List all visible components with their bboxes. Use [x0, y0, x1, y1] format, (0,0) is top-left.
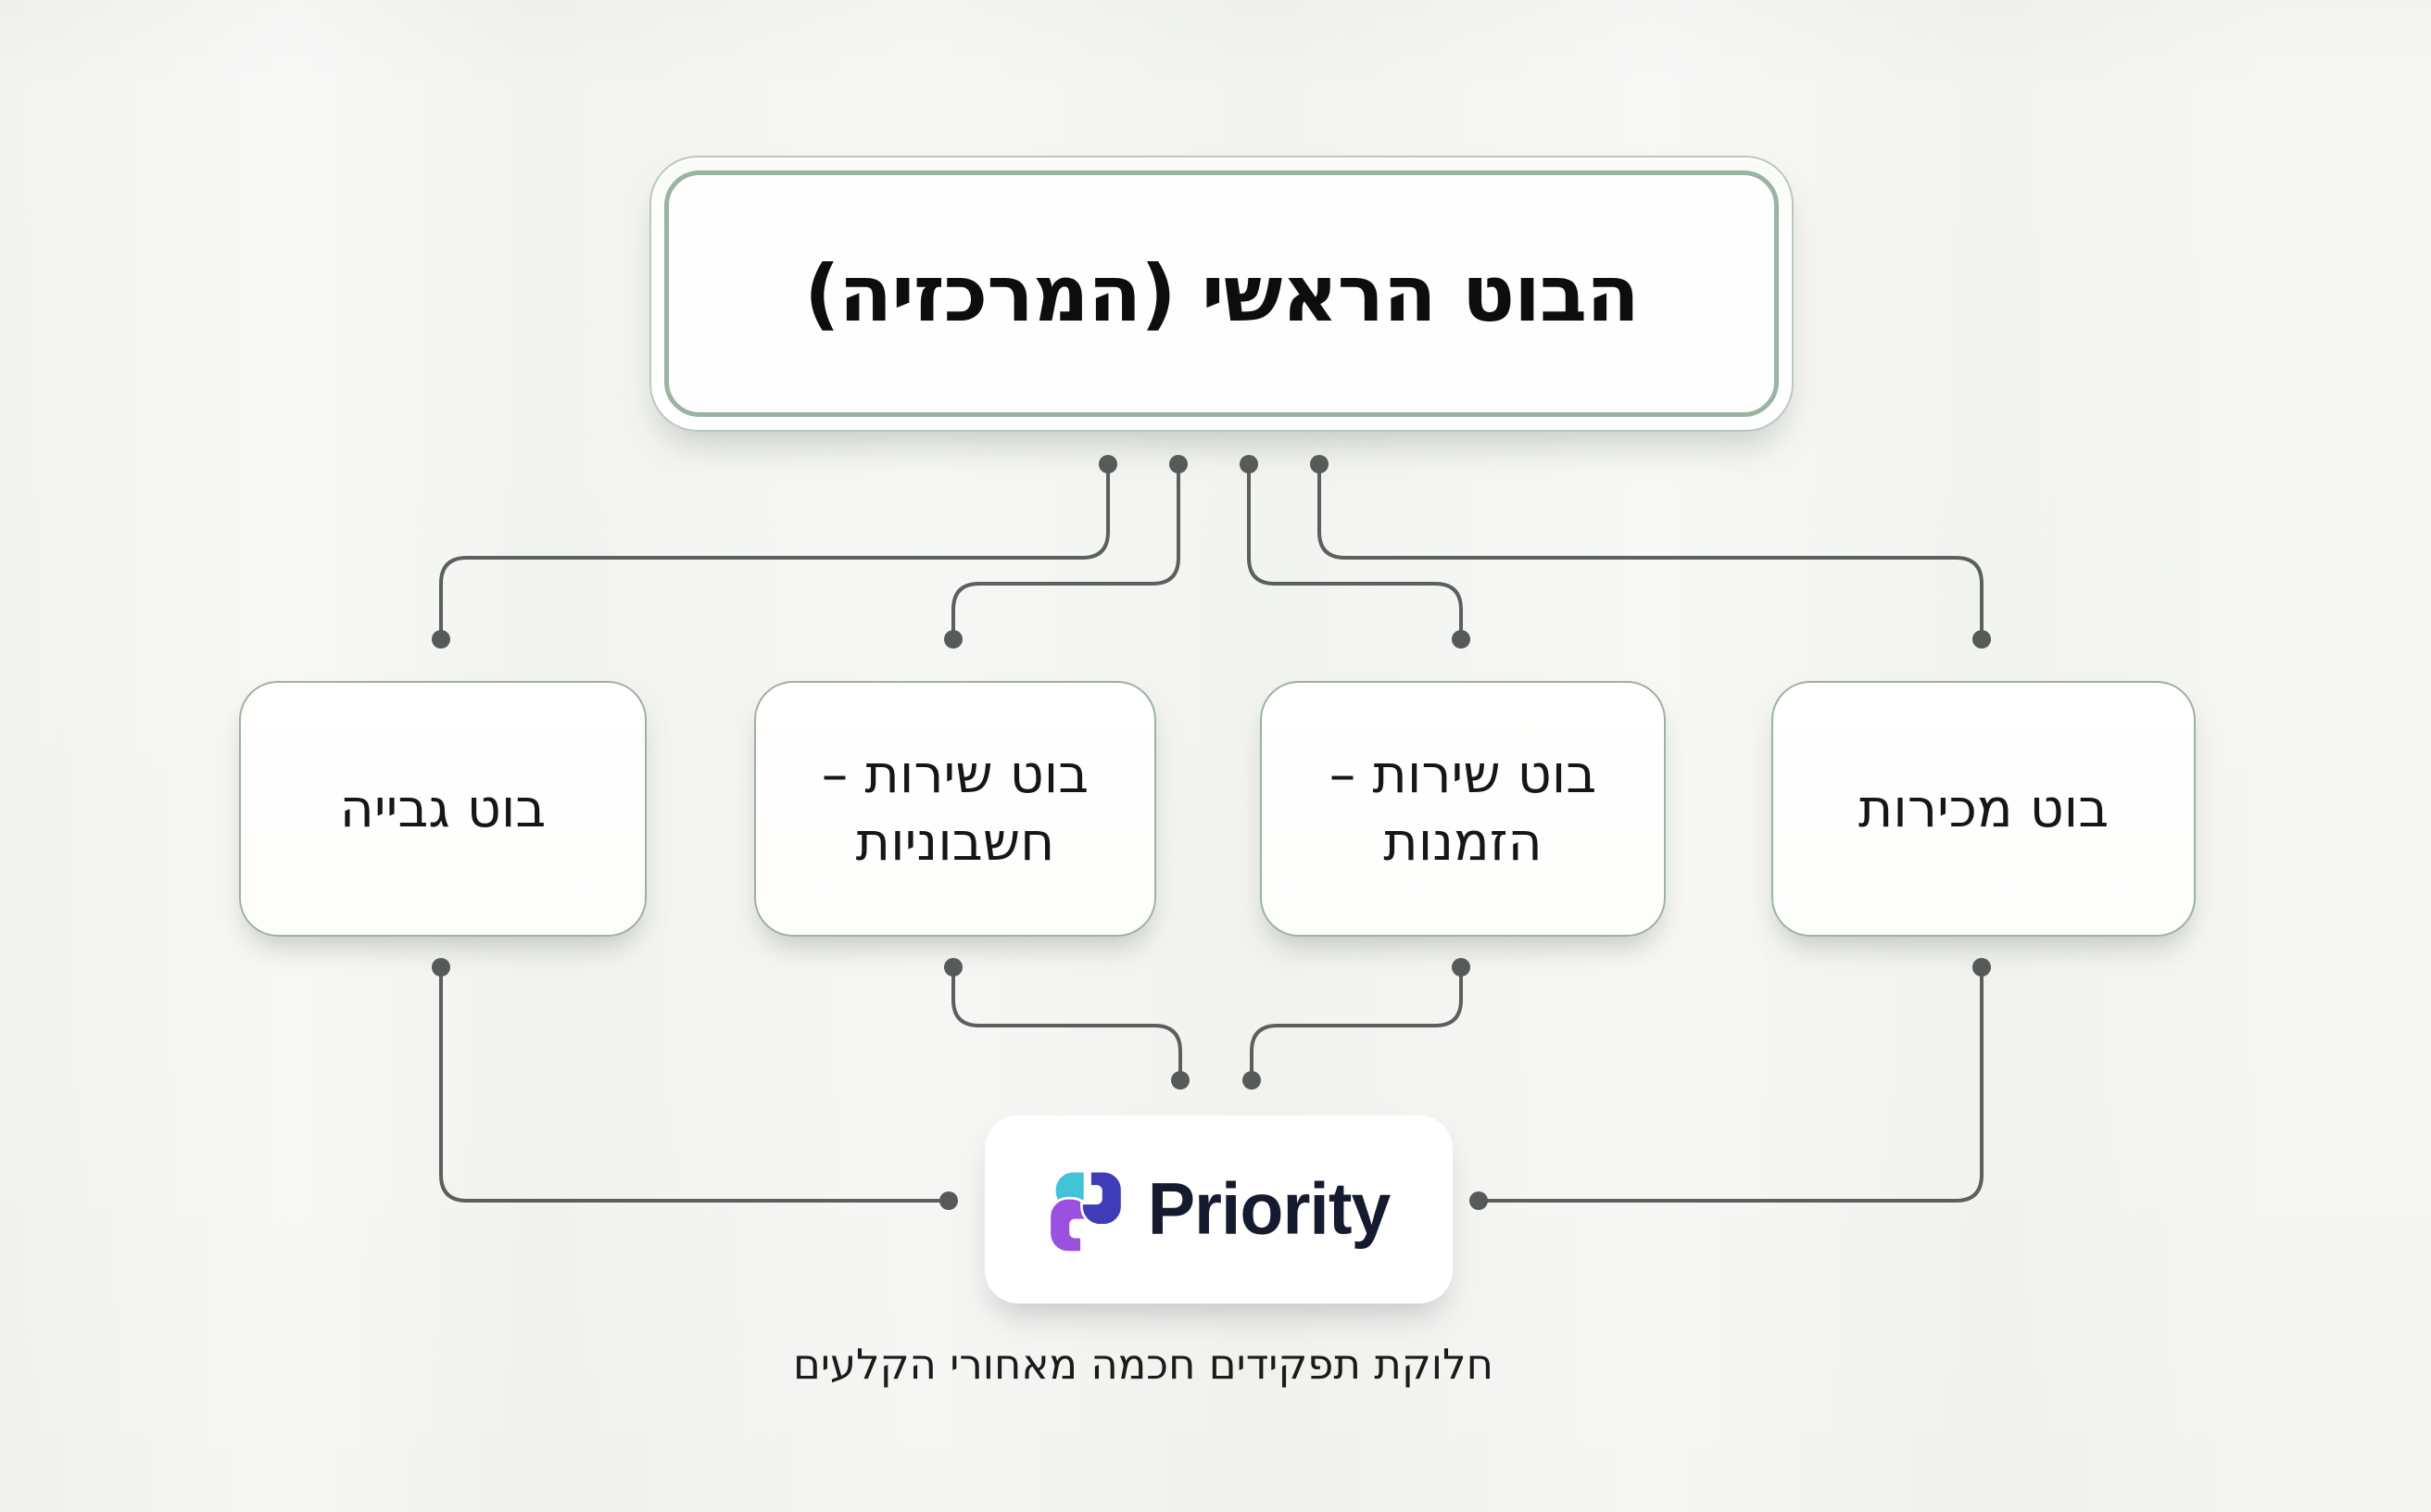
- connector-orders-to-hub: [1250, 971, 1463, 1075]
- bot-node-service-orders-label: בוט שירות – הזמנות: [1329, 744, 1597, 873]
- bot-node-sales: בוט מכירות: [1771, 681, 2196, 937]
- bot-node-service-invoices: בוט שירות – חשבוניות: [754, 681, 1156, 937]
- priority-logo-icon: [1048, 1169, 1124, 1254]
- bot-node-collection: בוט גבייה: [239, 681, 647, 937]
- priority-hub-card: Priority: [985, 1115, 1453, 1304]
- root-bot-node: הבוט הראשי (המרכזיה): [649, 156, 1794, 432]
- connector-root-to-collection: [439, 469, 1110, 636]
- bot-node-sales-label: בוט מכירות: [1858, 777, 2110, 839]
- root-bot-node-inner: הבוט הראשי (המרכזיה): [664, 170, 1779, 417]
- bot-node-service-invoices-label: בוט שירות – חשבוניות: [821, 744, 1090, 873]
- connector-root-to-orders: [1247, 469, 1463, 636]
- connector-dots: [432, 455, 1991, 1210]
- connector-invoices-to-hub: [951, 971, 1182, 1075]
- root-bot-title: הבוט הראשי (המרכזיה): [804, 248, 1640, 339]
- bot-node-collection-label: בוט גבייה: [339, 777, 547, 839]
- bot-node-service-orders: בוט שירות – הזמנות: [1260, 681, 1666, 937]
- connector-root-to-sales: [1317, 469, 1984, 636]
- connector-root-to-invoices: [951, 469, 1180, 636]
- connector-collection-to-hub: [439, 971, 945, 1203]
- diagram-caption: חלוקת תפקידים חכמה מאחורי הקלעים: [792, 1340, 1493, 1389]
- priority-wordmark: Priority: [1147, 1168, 1392, 1250]
- connector-sales-to-hub: [1469, 971, 1984, 1203]
